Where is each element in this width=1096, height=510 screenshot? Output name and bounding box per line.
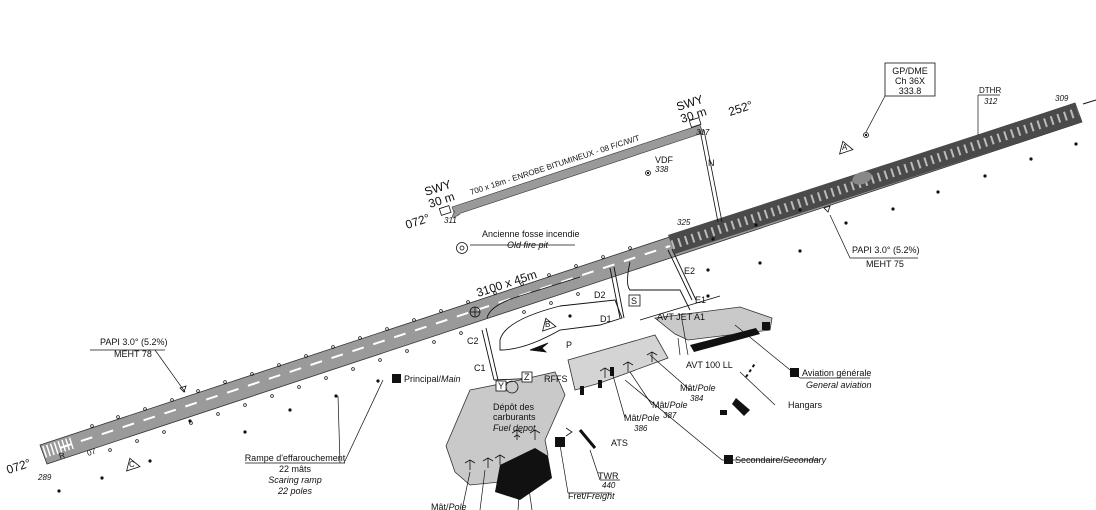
freight-label: Fret/Freight (568, 491, 615, 501)
taxiway-d1: D1 (600, 314, 612, 324)
secondary-runway-description: 700 x 18m - ENROBE BITUMINEUX - 08 F/C/W… (469, 133, 641, 197)
approach-light-dots (57, 142, 1078, 493)
secondary-apron (567, 334, 669, 391)
runway-centerline (59, 245, 671, 449)
p-badge-main-text: P (394, 374, 399, 383)
windsock-icon (529, 342, 549, 353)
runway-heading-west: 072° (5, 456, 33, 477)
marker-z: Z (524, 372, 530, 382)
aviation-generale-en: General aviation (806, 380, 872, 390)
rffs-label: RFFS (544, 374, 568, 384)
gp-dme-box (884, 62, 936, 97)
runway-dark-band (668, 103, 1082, 254)
avt-100-label: AVT 100 LL (686, 360, 733, 370)
marker-s: S (631, 296, 637, 306)
p-badge-ga (790, 368, 799, 377)
gp-dme-line-1: GP/DME (892, 66, 928, 76)
taxi-n-label: N (708, 158, 715, 168)
scaring-ramp-en-1: Scaring ramp (268, 475, 322, 485)
hangars-label: Hangars (788, 400, 823, 410)
taxiway-e2: E2 (684, 266, 695, 276)
secondary-heading-east: 252° (727, 98, 755, 119)
twr-elevation: 440 (602, 481, 616, 490)
p-badge-secondary-text: P (726, 455, 731, 464)
threshold-mark-07: 07 (86, 446, 98, 457)
old-fire-pit-icon (456, 242, 468, 254)
marker-c: C (129, 460, 135, 469)
vdf-label: VDF (655, 155, 674, 165)
old-fire-pit-fr: Ancienne fosse incendie (482, 229, 580, 239)
threshold-east-elevation: 309 (1055, 94, 1069, 103)
p-badge-main (392, 374, 401, 383)
fuel-depot-en: Fuel depot (493, 423, 536, 433)
secondary-heading-west: 072° (404, 211, 432, 232)
dthr-elevation: 312 (984, 97, 998, 106)
old-fire-pit-en: Old fire pit (507, 240, 549, 250)
gp-dme-line-2: Ch 36X (895, 76, 925, 86)
dthr-label: DTHR (979, 86, 1001, 95)
aviation-generale-fr: Aviation générale (802, 368, 871, 378)
pole-elevation-384: 384 (690, 394, 704, 403)
scaring-ramp-en-2: 22 poles (277, 486, 313, 496)
marker-a: A (842, 143, 848, 152)
swy-west-box (438, 205, 452, 216)
runway-edge-lights (90, 246, 632, 452)
meht-west: MEHT 78 (114, 349, 152, 359)
pole-elevation-386: 386 (634, 424, 648, 433)
taxiway-d2: D2 (594, 290, 606, 300)
p-badge-ga-text: P (792, 368, 797, 377)
taxiway-c2: C2 (467, 336, 479, 346)
threshold-west-elevation: 289 (37, 473, 52, 482)
threshold-mark-r: R (58, 450, 66, 460)
gp-dme-icon (863, 132, 869, 138)
scaring-ramp-fr-1: Rampe d'effarouchement (245, 453, 346, 463)
pole-label-384: Mât/Pole (680, 383, 716, 393)
swy-west-elevation: 311 (444, 216, 457, 225)
fuel-depot-fr-2: carburants (493, 412, 536, 422)
taxiway-e1: E1 (695, 295, 706, 305)
p-badge-secondary (724, 455, 733, 464)
gp-dme-line-3: 333.8 (899, 86, 922, 96)
elevation-325: 325 (677, 218, 691, 227)
papi-west: PAPI 3.0° (5.2%) (100, 337, 167, 347)
pole-label-bottom: Mât/Pole (431, 502, 467, 510)
marker-boxes (126, 140, 854, 472)
swy-east-elevation: 317 (696, 128, 710, 137)
papi-east: PAPI 3.0° (5.2%) (852, 245, 919, 255)
navaid-symbols (456, 62, 936, 394)
taxiway-p: P (566, 340, 572, 350)
pole-elevation-387: 387 (663, 411, 677, 420)
meht-east: MEHT 75 (866, 259, 904, 269)
vdf-icon (645, 170, 651, 176)
twr-label: TWR (598, 471, 619, 481)
main-runway: 07 R (39, 99, 1096, 465)
swy-east-box (688, 117, 702, 128)
secondary-runway: 700 x 18m - ENROBE BITUMINEUX - 08 F/C/W… (404, 92, 755, 232)
avt-jet-label: AVT JET A1 (657, 312, 705, 322)
secondary-apron-label: Secondaire/Secondary (735, 455, 827, 465)
papi-west-icon (179, 385, 187, 393)
marker-b: B (545, 320, 550, 329)
papi-east-icon (823, 205, 831, 213)
fuel-depot-fr-1: Dépôt des (493, 402, 535, 412)
scaring-ramp-fr-2: 22 mâts (279, 464, 312, 474)
taxiways (481, 248, 721, 381)
parking-badges (392, 368, 799, 464)
ats-label: ATS (611, 438, 628, 448)
marker-y: Y (498, 381, 504, 391)
leader-lines (90, 94, 1000, 510)
pole-label-386: Mât/Pole (624, 413, 660, 423)
buildings (495, 322, 770, 500)
pole-label-387: Mât/Pole (652, 400, 688, 410)
vdf-elevation: 338 (655, 165, 669, 174)
principal-main-label: Principal/Main (404, 374, 461, 384)
aprons (445, 306, 773, 486)
mast-icons (464, 351, 658, 470)
taxiway-c1: C1 (474, 363, 486, 373)
